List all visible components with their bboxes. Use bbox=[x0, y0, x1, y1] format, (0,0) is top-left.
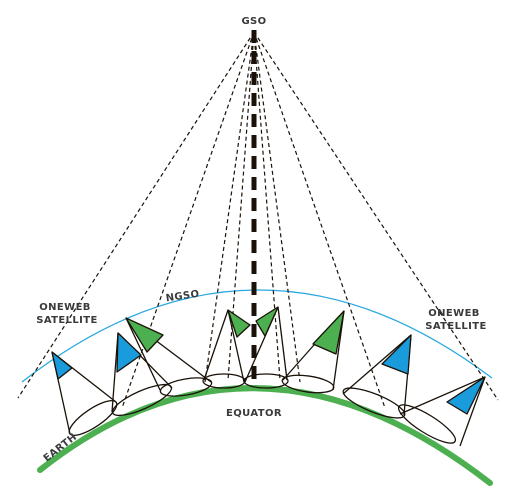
satellite-beam-5 bbox=[243, 306, 289, 389]
satellite-beam-6 bbox=[281, 310, 345, 394]
beam-footprint bbox=[397, 404, 457, 444]
beam-footprint bbox=[159, 377, 213, 397]
gso-label: GSO bbox=[241, 16, 266, 27]
interference-wedge bbox=[312, 310, 345, 355]
gso-sightline bbox=[253, 31, 281, 381]
equator-label: EQUATOR bbox=[226, 408, 282, 419]
gso-sightline bbox=[253, 31, 499, 401]
satellite-icon bbox=[381, 334, 412, 375]
right-satellite-label: ONEWEB SATELLITE bbox=[425, 308, 487, 332]
satellite-icon bbox=[116, 332, 142, 373]
satellite-icon bbox=[51, 351, 73, 380]
satellite-beam-3 bbox=[125, 317, 213, 397]
gso-sightline bbox=[253, 31, 301, 383]
gso-sightline bbox=[17, 31, 255, 399]
beam-footprint bbox=[342, 387, 406, 419]
beam-footprint bbox=[243, 373, 289, 389]
left-satellite-label: ONEWEB SATELLITE bbox=[36, 302, 98, 326]
ngso-label: NGSO bbox=[165, 289, 200, 305]
interference-wedge bbox=[125, 317, 164, 353]
satellite-beam-7 bbox=[342, 334, 412, 419]
interference-wedge bbox=[227, 309, 251, 338]
satellite-beam-1 bbox=[51, 351, 118, 436]
gso-sightline bbox=[204, 31, 255, 383]
satellite-beams bbox=[51, 306, 486, 447]
satellite-icon bbox=[446, 376, 486, 415]
interference-wedge bbox=[255, 306, 279, 337]
earth-arc bbox=[37, 385, 493, 486]
gso-sightline bbox=[253, 31, 386, 409]
satellite-beam-4 bbox=[202, 309, 251, 389]
satellite-beam-8 bbox=[397, 376, 486, 447]
satellite-beam-2 bbox=[111, 332, 173, 417]
